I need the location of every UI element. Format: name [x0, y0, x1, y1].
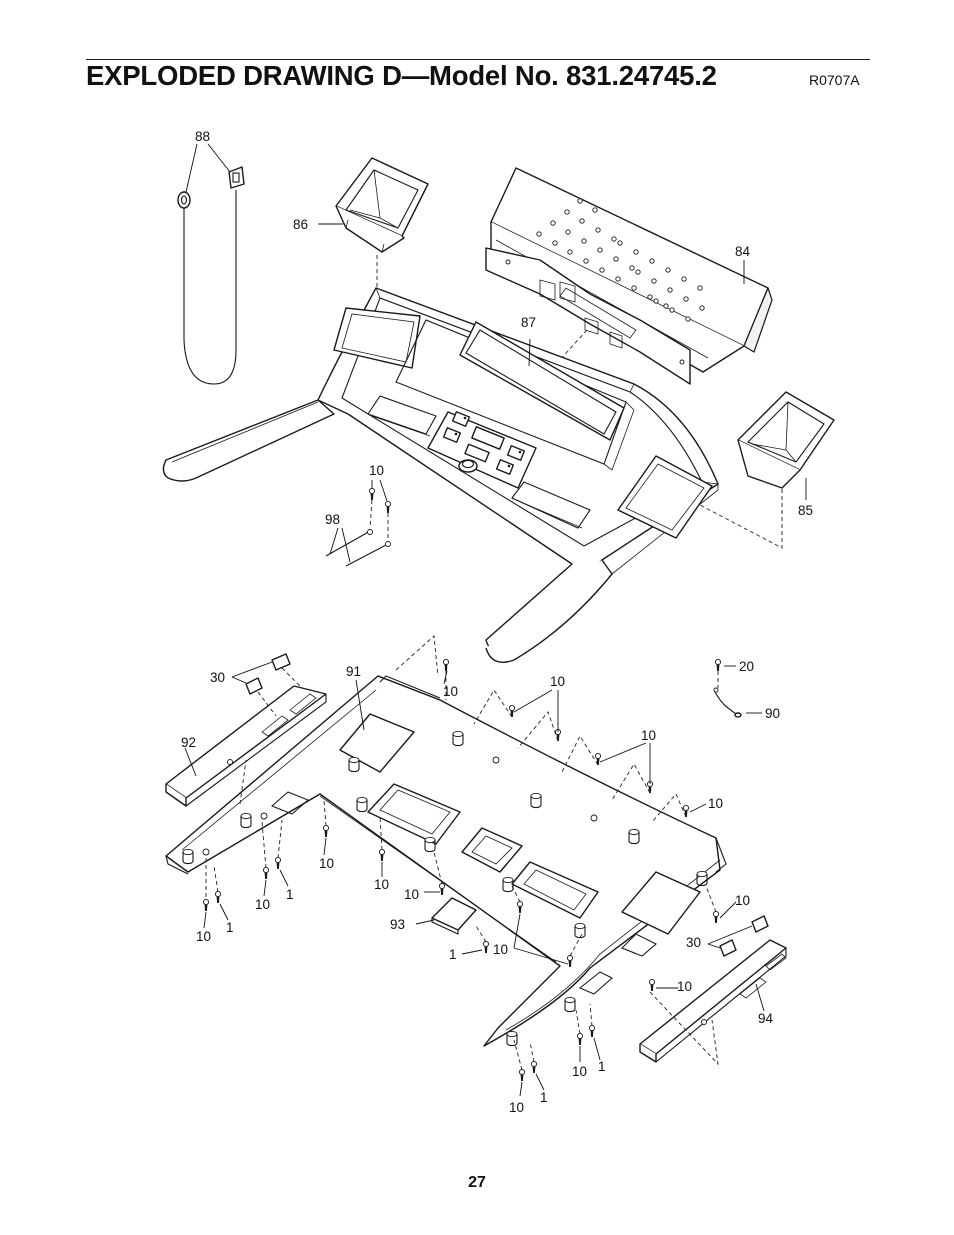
- part-85-cup-holder: [659, 391, 835, 549]
- part-94-right-rail: [639, 915, 787, 1066]
- page-title: EXPLODED DRAWING D—Model No. 831.24745.2: [86, 60, 717, 91]
- callout-1-c: 1: [449, 947, 457, 962]
- leader-lines: [203, 670, 737, 1097]
- part-91-lower-cover: [165, 675, 727, 1047]
- callout-10-n: 10: [509, 1100, 524, 1115]
- callout-88: 88: [195, 129, 210, 144]
- part-84-console-cover: [485, 167, 773, 385]
- callout-10-a: 10: [443, 684, 458, 699]
- callout-labels: 88 86 84 87 85 10 98 30 91 92 10 10 20 9…: [181, 129, 813, 1115]
- part-92-left-rail: [165, 653, 327, 807]
- console-base: [162, 287, 719, 663]
- callout-94: 94: [758, 1011, 774, 1026]
- callout-1-a: 1: [286, 887, 294, 902]
- callout-10-i: 10: [196, 929, 211, 944]
- alignment-lines: [205, 635, 717, 1071]
- callout-10-c: 10: [641, 728, 656, 743]
- page-number: 27: [468, 1174, 486, 1191]
- callout-10-f: 10: [374, 877, 389, 892]
- part-98-clips: [325, 479, 392, 567]
- callout-84: 84: [735, 244, 751, 259]
- callout-10-top: 10: [369, 463, 384, 478]
- callout-87: 87: [521, 315, 536, 330]
- header-rule: [86, 59, 870, 60]
- callout-1-e: 1: [540, 1090, 548, 1105]
- callout-93: 93: [390, 917, 405, 932]
- callout-10-e: 10: [319, 856, 334, 871]
- callout-10-h: 10: [255, 897, 270, 912]
- callout-1-b: 1: [226, 920, 234, 935]
- speaker-holes: [536, 198, 705, 322]
- callout-30-left: 30: [210, 670, 225, 685]
- callout-10-d: 10: [708, 796, 723, 811]
- drawing-code: R0707A: [809, 72, 860, 88]
- part-86-cup-holder: [318, 157, 429, 364]
- callout-10-b: 10: [550, 674, 565, 689]
- part-87-display-bezel: [459, 321, 625, 441]
- callout-30-right: 30: [686, 935, 701, 950]
- callout-1-d: 1: [598, 1059, 606, 1074]
- callout-86: 86: [293, 217, 308, 232]
- callout-92: 92: [181, 735, 196, 750]
- part-88-cable: [177, 143, 245, 385]
- callout-20: 20: [739, 659, 754, 674]
- callout-10-k: 10: [735, 893, 750, 908]
- callout-10-l: 10: [677, 979, 692, 994]
- callout-98: 98: [325, 512, 340, 527]
- callout-91: 91: [346, 664, 361, 679]
- callout-10-g: 10: [404, 887, 419, 902]
- callout-85: 85: [798, 503, 813, 518]
- callout-90: 90: [765, 706, 780, 721]
- part-90-wire: [713, 658, 762, 718]
- callout-10-j: 10: [493, 942, 508, 957]
- callout-10-m: 10: [572, 1064, 587, 1079]
- part-93-cover-plate: [415, 897, 477, 935]
